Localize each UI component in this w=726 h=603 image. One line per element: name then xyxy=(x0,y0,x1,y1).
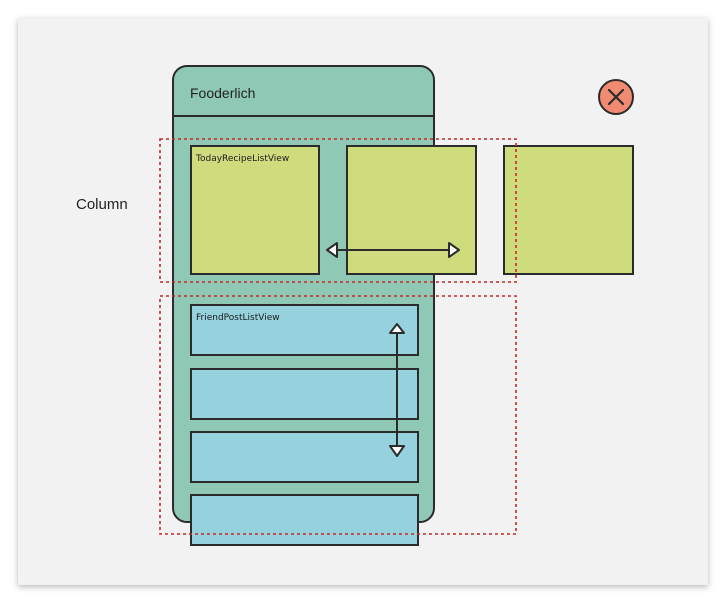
friend-post-list-view: FriendPostListView xyxy=(190,304,419,546)
close-button[interactable] xyxy=(598,79,634,115)
app-title: Fooderlich xyxy=(190,85,255,101)
recipe-region-outline xyxy=(159,138,517,283)
recipe-list-label: TodayRecipeListView xyxy=(195,154,289,164)
friend-list-label: FriendPostListView xyxy=(196,313,280,323)
recipe-card xyxy=(346,145,477,275)
today-recipe-list-view: TodayRecipeListView xyxy=(190,145,634,275)
recipe-card xyxy=(503,145,634,275)
vertical-scroll-arrow-icon xyxy=(389,323,405,457)
friend-region-outline xyxy=(159,295,517,535)
recipe-card xyxy=(190,145,320,275)
close-x-icon xyxy=(607,88,625,106)
horizontal-scroll-arrow-icon xyxy=(326,242,460,258)
friend-post-row xyxy=(190,494,419,546)
friend-post-row xyxy=(190,304,419,356)
friend-post-row xyxy=(190,368,419,420)
friend-post-row xyxy=(190,431,419,483)
column-label: Column xyxy=(76,196,128,213)
